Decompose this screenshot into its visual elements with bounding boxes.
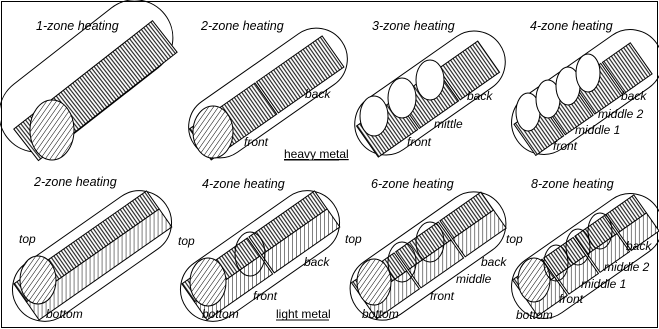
label-bottom: bottom [202, 307, 239, 321]
label-front: front [253, 289, 278, 303]
label-bottom: bottom [516, 308, 553, 322]
panel-title: 3-zone heating [372, 19, 455, 33]
panel-1zone-heavy: 1-zone heating [0, 0, 188, 168]
panel-title: 6-zone heating [371, 177, 454, 191]
end-cap [193, 106, 233, 158]
label-front: front [553, 139, 578, 153]
panel-8zone-light: 8-zone heating top back middle 2 middle … [499, 177, 659, 329]
panel-3zone-heavy: 3-zone heating back mittle front [343, 19, 518, 167]
label-back: back [305, 87, 331, 101]
label-middle-2: middle 2 [604, 260, 650, 274]
label-bottom: bottom [46, 307, 83, 321]
label-bottom: bottom [362, 307, 399, 321]
label-middle-1: middle 1 [581, 277, 626, 291]
label-back: back [626, 239, 652, 253]
panel-title: 2-zone heating [200, 19, 284, 33]
label-middle-1: middle 1 [575, 123, 620, 137]
label-middle: middle [456, 272, 492, 286]
panel-title: 2-zone heating [33, 175, 117, 189]
label-top: top [506, 232, 523, 246]
label-back: back [621, 89, 647, 103]
panel-title: 4-zone heating [530, 19, 613, 33]
panel-6zone-light: 6-zone heating top back middle front bot… [338, 177, 519, 329]
label-top: top [19, 232, 36, 246]
end-cap [30, 100, 74, 160]
panel-2zone-light: 2-zone heating top bottom [0, 175, 184, 329]
label-mittle: mittle [434, 117, 463, 131]
label-middle-2: middle 2 [598, 107, 644, 121]
label-top: top [345, 232, 362, 246]
label-front: front [559, 292, 584, 306]
label-front: front [244, 135, 269, 149]
group-label-light-metal: light metal [276, 307, 331, 321]
label-front: front [407, 135, 432, 149]
label-back: back [481, 255, 507, 269]
group-label-heavy-metal: heavy metal [284, 147, 349, 161]
panel-2zone-heavy: 2-zone heating back front heavy metal [176, 16, 359, 170]
panel-title: 8-zone heating [531, 177, 614, 191]
panel-4zone-heavy: 4-zone heating back middle 2 middle 1 fr… [499, 17, 659, 167]
label-front: front [430, 289, 455, 303]
zone-back [257, 36, 344, 113]
label-back: back [304, 255, 330, 269]
label-back: back [467, 89, 493, 103]
panel-4zone-light: 4-zone heating top back front bottom lig… [168, 177, 352, 329]
panel-title: 1-zone heating [36, 19, 119, 33]
panel-title: 4-zone heating [202, 177, 285, 191]
label-top: top [178, 234, 195, 248]
